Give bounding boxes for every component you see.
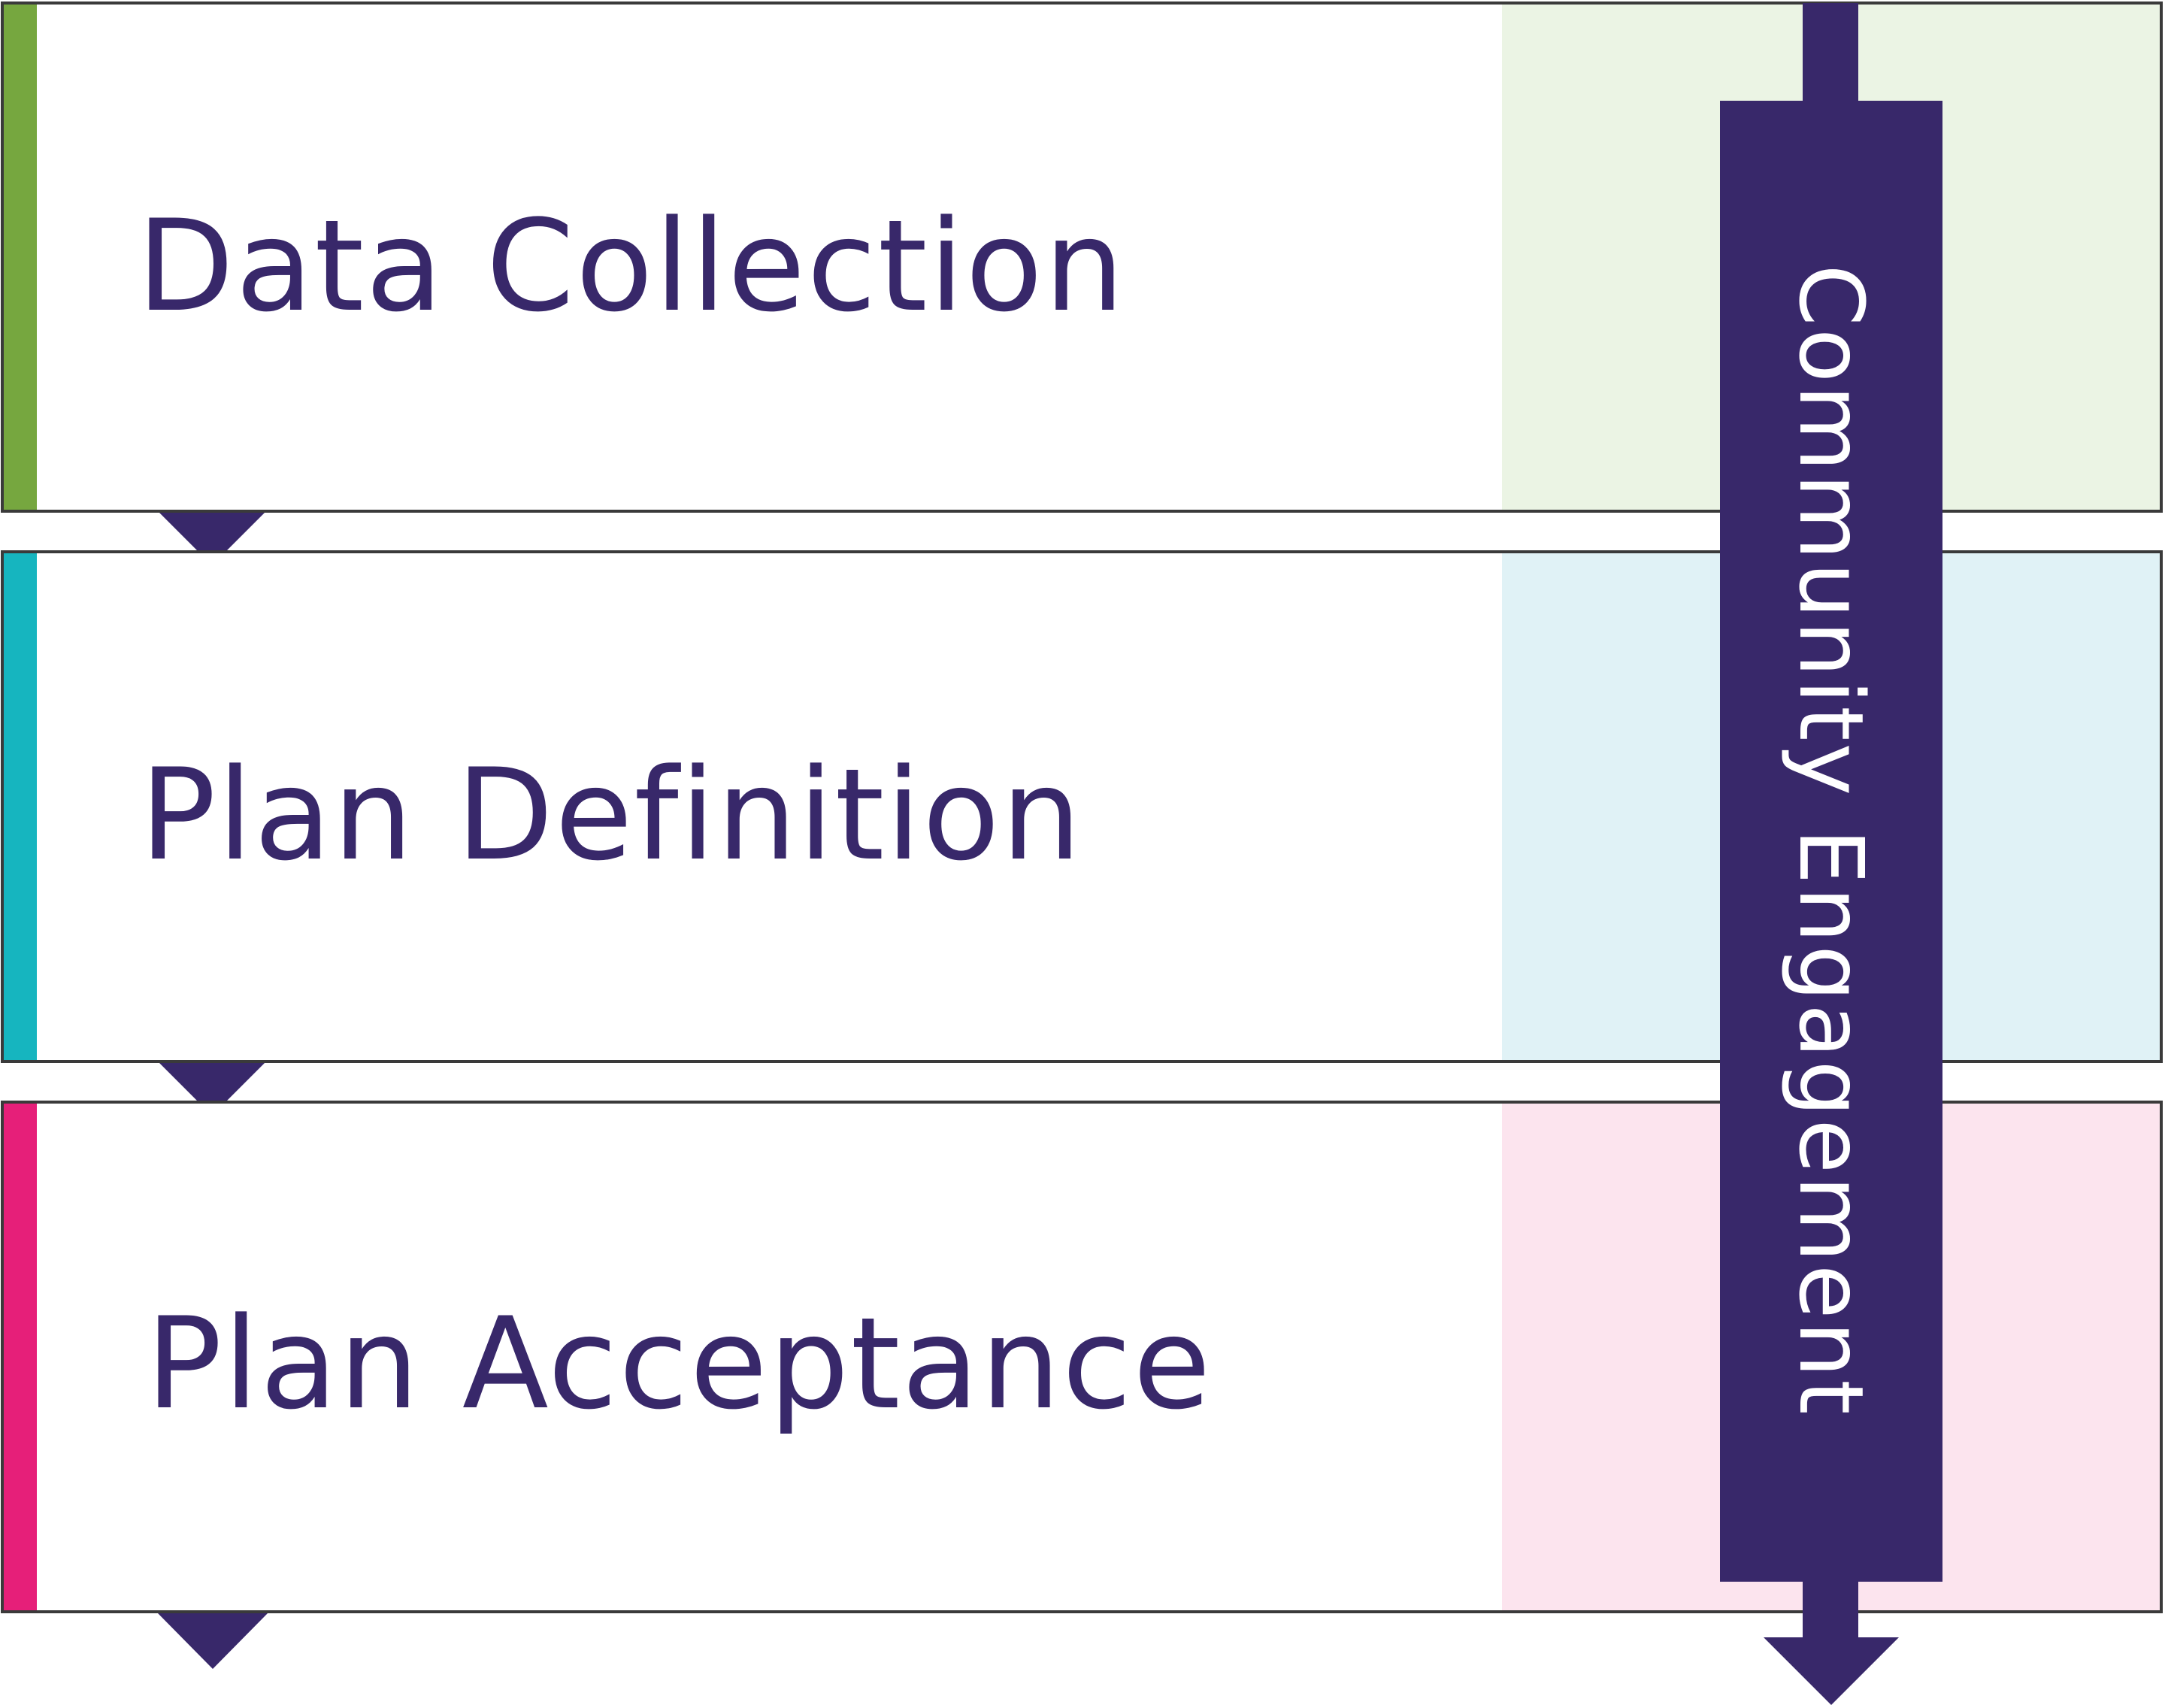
stage-3-accent-bar — [4, 1104, 37, 1610]
stage-1-accent-bar — [4, 5, 37, 510]
engagement-arrow-head-icon — [1764, 1637, 1899, 1705]
stage-1-down-arrow-icon — [159, 513, 265, 565]
stage-3-down-arrow-icon — [158, 1613, 268, 1669]
stage-2-down-arrow-icon — [159, 1063, 265, 1116]
stage-2-label: Plan Definition — [140, 741, 1082, 889]
community-engagement-arrow: Community Engagement — [1720, 3, 1942, 1705]
engagement-arrow-bottom-stem — [1803, 1580, 1858, 1640]
engagement-arrow-body — [1720, 101, 1942, 1582]
engagement-arrow-top-stem — [1803, 3, 1858, 102]
stage-1-label: Data Collection — [137, 192, 1126, 340]
stage-2-accent-bar — [4, 553, 37, 1060]
stage-3-label: Plan Acceptance — [146, 1290, 1213, 1437]
engagement-label: Community Engagement — [1779, 264, 1883, 1416]
